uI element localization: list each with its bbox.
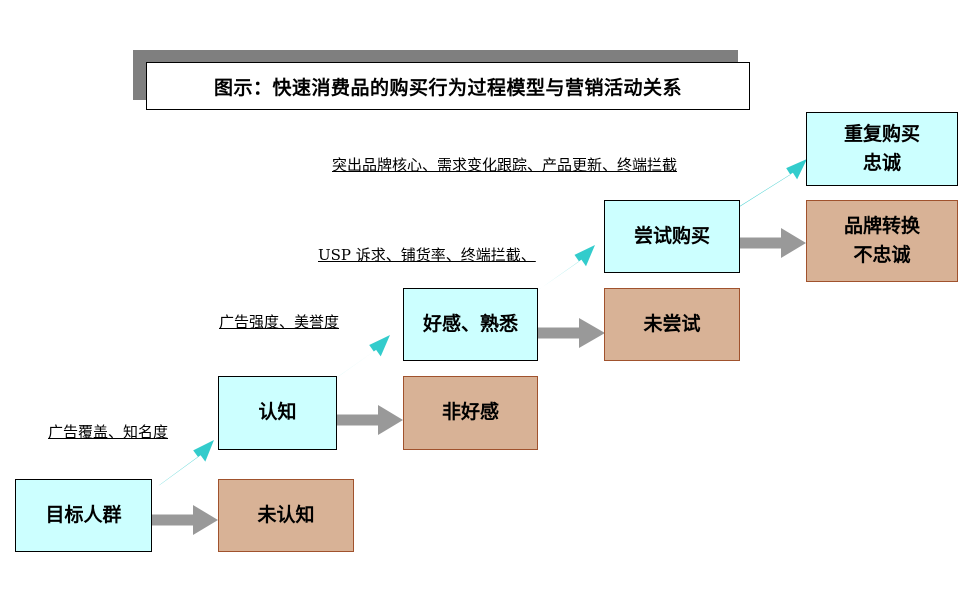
arrow-target-to-awareness <box>158 440 214 486</box>
stage-favorability-label: 好感、熟悉 <box>422 312 518 335</box>
dropout-unaware: 未认知 <box>218 479 354 552</box>
arrow-awareness-to-unfavorable <box>337 405 403 435</box>
diagram-title-text: 图示：快速消费品的购买行为过程模型与营销活动关系 <box>213 76 682 99</box>
dropout-brand-switch-line1: 品牌转换 <box>843 214 920 237</box>
activity-label-1: 广告覆盖、知名度 <box>48 423 169 441</box>
dropout-unfavorable: 非好感 <box>403 376 538 450</box>
activity-label-2: 广告强度、美誉度 <box>219 313 340 331</box>
arrow-favorability-to-untried <box>537 318 605 348</box>
stage-trial-purchase-label: 尝试购买 <box>633 224 710 247</box>
stage-target-audience: 目标人群 <box>15 479 152 552</box>
arrow-awareness-to-favorability <box>333 335 390 380</box>
arrow-target-to-unaware <box>152 505 218 535</box>
activity-label-4: 突出品牌核心、需求变化跟踪、产品更新、终端拦截 <box>332 156 678 174</box>
arrow-favorability-to-trial <box>533 245 595 294</box>
dropout-untried-label: 未尝试 <box>643 312 701 335</box>
stage-awareness-label: 认知 <box>258 401 297 424</box>
arrow-trial-to-repeat <box>734 159 807 211</box>
stage-awareness: 认知 <box>218 376 337 450</box>
stage-repeat-purchase-line1: 重复购买 <box>843 122 920 145</box>
dropout-untried: 未尝试 <box>604 288 740 361</box>
stage-trial-purchase: 尝试购买 <box>604 200 740 273</box>
dropout-brand-switch: 品牌转换 不忠诚 <box>806 200 958 282</box>
dropout-brand-switch-line2: 不忠诚 <box>853 244 911 266</box>
diagram-title: 图示：快速消费品的购买行为过程模型与营销活动关系 <box>146 62 750 110</box>
stage-target-audience-label: 目标人群 <box>45 503 122 526</box>
dropout-unaware-label: 未认知 <box>257 503 315 526</box>
stage-repeat-purchase-line2: 忠诚 <box>862 152 901 174</box>
arrow-trial-to-switch <box>740 228 806 258</box>
stage-repeat-purchase: 重复购买 忠诚 <box>806 112 958 186</box>
stage-favorability: 好感、熟悉 <box>403 288 538 361</box>
activity-label-3: USP 诉求、铺货率、终端拦截、 <box>318 246 536 264</box>
dropout-unfavorable-label: 非好感 <box>441 401 499 424</box>
